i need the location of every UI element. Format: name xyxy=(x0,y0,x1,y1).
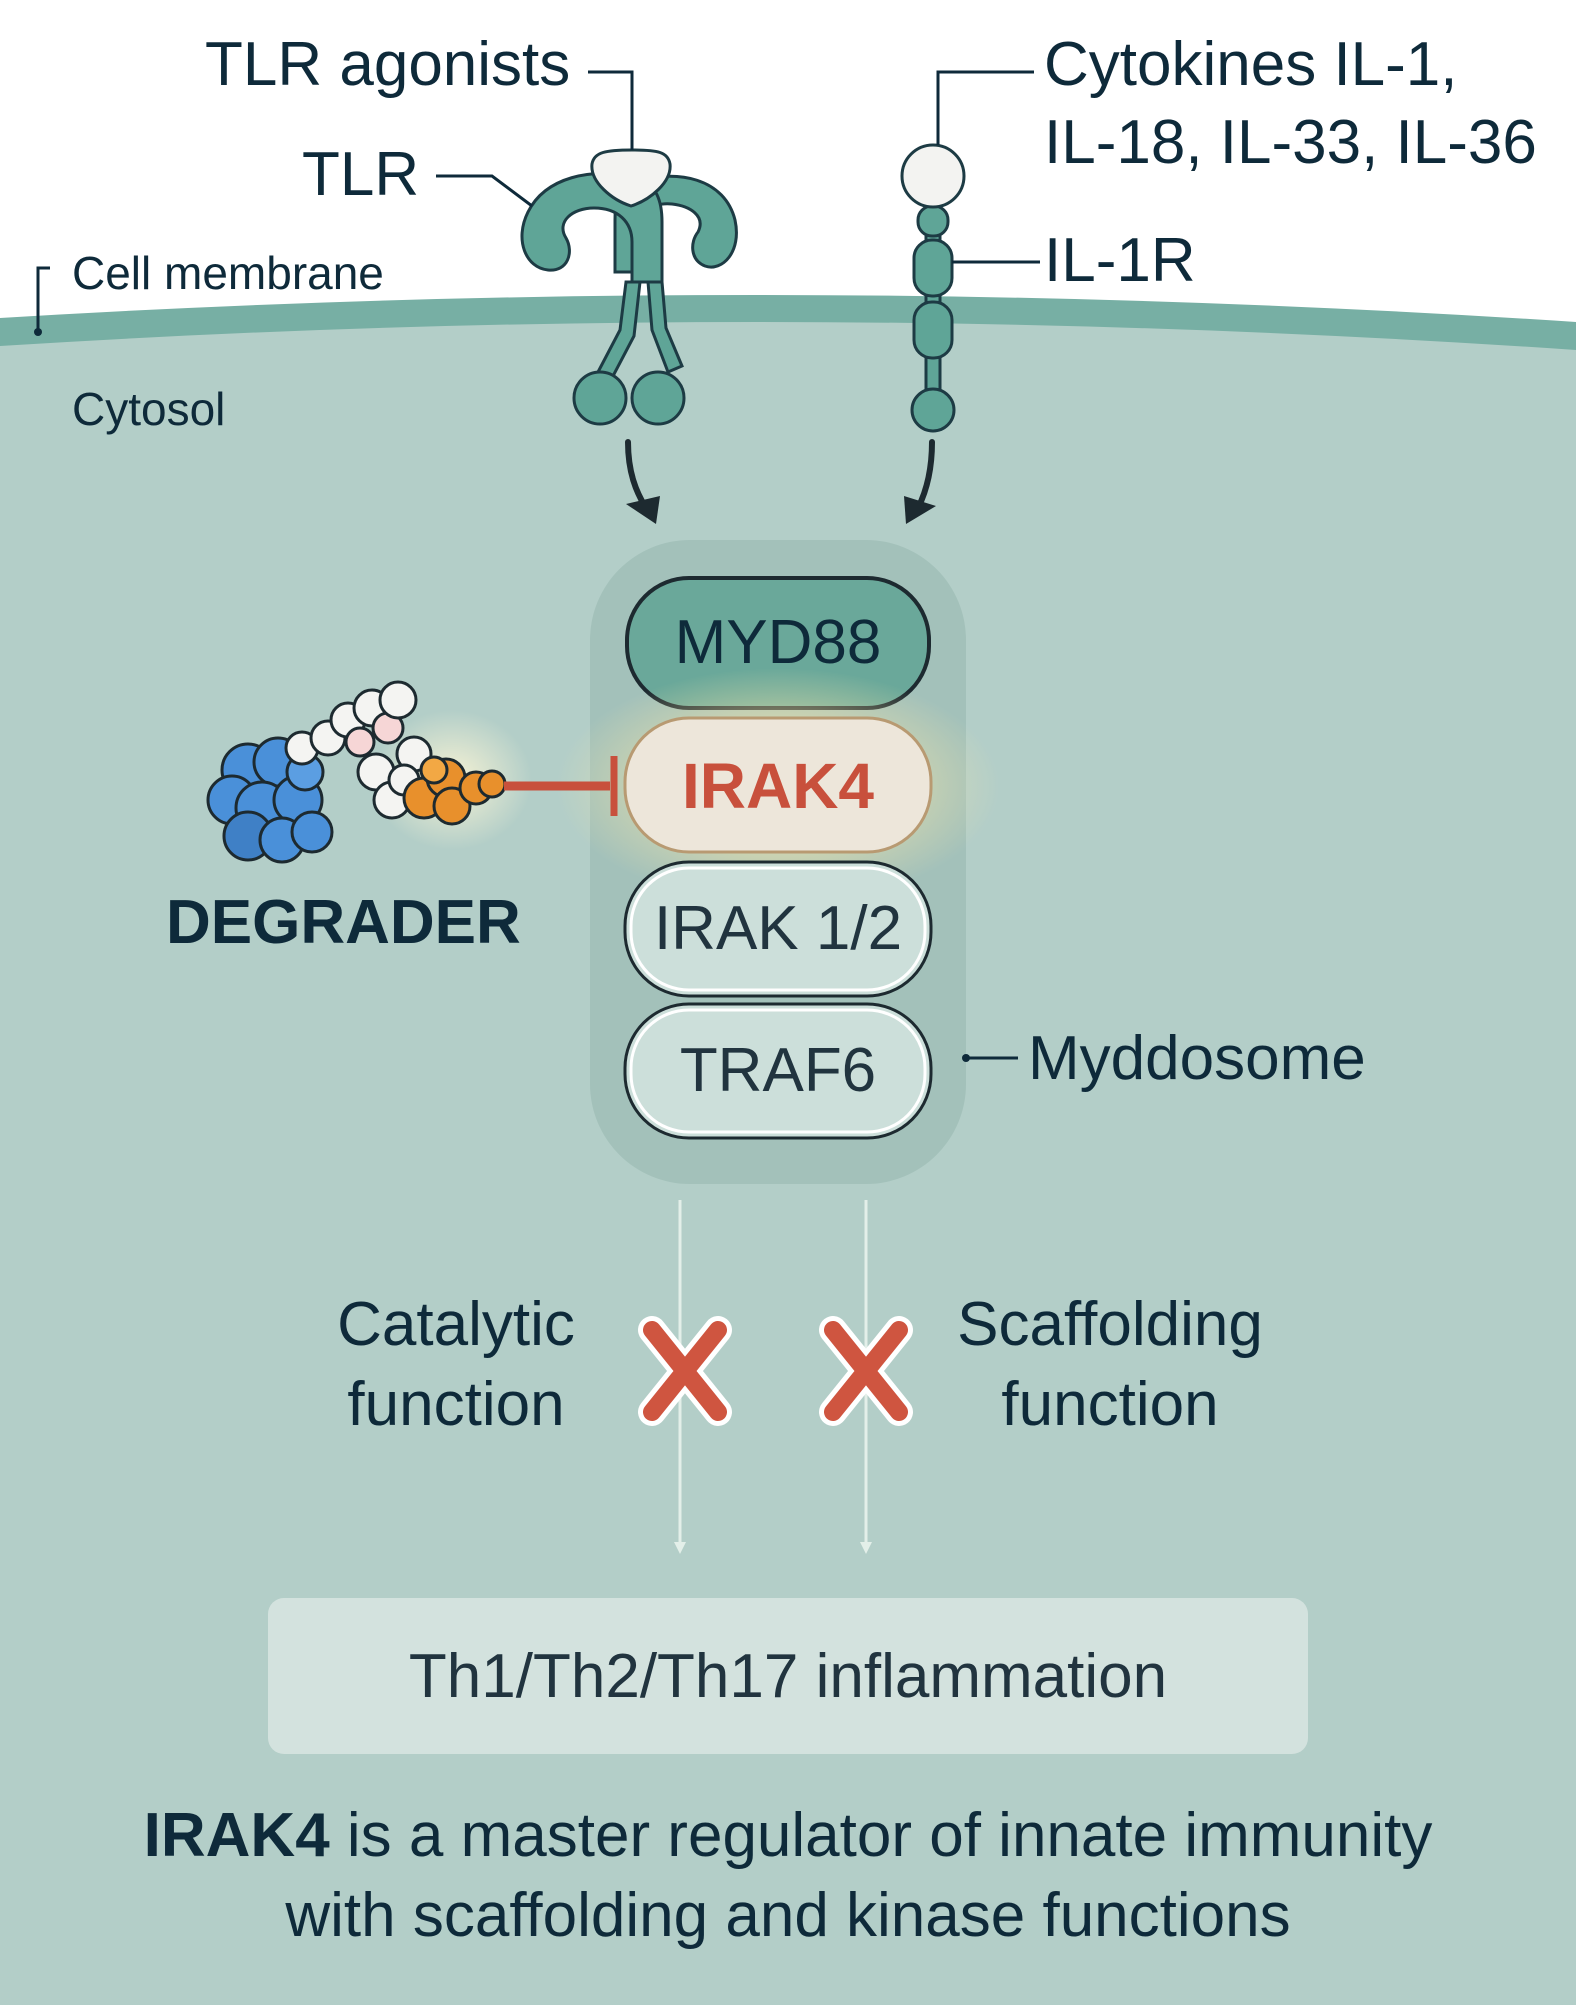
catalytic-function-label-line1: Catalytic xyxy=(337,1290,575,1359)
degrader-molecule xyxy=(206,680,507,864)
irak12-pill xyxy=(623,860,933,998)
cell-membrane-label: Cell membrane xyxy=(72,247,384,299)
tlr-leader xyxy=(436,174,533,208)
myddosome-label: Myddosome xyxy=(1028,1024,1366,1093)
tlr-label: TLR xyxy=(302,140,420,209)
tlr-agonists-label: TLR agonists xyxy=(205,30,571,99)
myd88-label: MYD88 xyxy=(674,608,882,677)
cytokines-label-line2: IL-18, IL-33, IL-36 xyxy=(1044,108,1537,177)
cell-membrane-band xyxy=(0,294,1576,350)
caption-line2: with scaffolding and kinase functions xyxy=(285,1881,1291,1950)
catalytic-function-label-line2: function xyxy=(347,1370,565,1439)
il1r-label: IL-1R xyxy=(1044,226,1196,295)
irak4-pill xyxy=(623,716,933,854)
cytokines-label-line1: Cytokines IL-1, xyxy=(1044,30,1458,99)
scaffolding-block-x-icon xyxy=(819,1316,913,1426)
caption-line1: IRAK4 is a master regulator of innate im… xyxy=(0,1796,1576,1876)
inflammation-outcome-box: Th1/Th2/Th17 inflammation xyxy=(268,1598,1308,1754)
inflammation-outcome-label: Th1/Th2/Th17 inflammation xyxy=(408,1641,1168,1711)
caption-bold-term: IRAK4 xyxy=(143,1801,330,1870)
cell-membrane-leader xyxy=(36,266,50,330)
degrader-label: DEGRADER xyxy=(166,888,521,957)
irak4-label: IRAK4 xyxy=(681,750,875,822)
scaffolding-function-label-line2: function xyxy=(1001,1370,1219,1439)
cytokine-ligand xyxy=(900,143,966,209)
scaffolding-function-label-line1: Scaffolding xyxy=(957,1290,1263,1359)
tlr-agonist-ligand xyxy=(590,148,672,208)
traf6-label: TRAF6 xyxy=(679,1036,877,1105)
catalytic-block-x-icon xyxy=(638,1316,732,1426)
irak12-label: IRAK 1/2 xyxy=(653,894,903,963)
traf6-pill xyxy=(623,1002,933,1140)
cytokines-leader xyxy=(936,70,1034,145)
tlr-agonists-leader xyxy=(588,70,634,150)
figure-caption: IRAK4 is a master regulator of innate im… xyxy=(0,1796,1576,1956)
cytosol-label: Cytosol xyxy=(72,383,226,435)
caption-line1-rest: is a master regulator of innate immunity xyxy=(329,1801,1433,1870)
il1r-receptor xyxy=(910,198,956,433)
